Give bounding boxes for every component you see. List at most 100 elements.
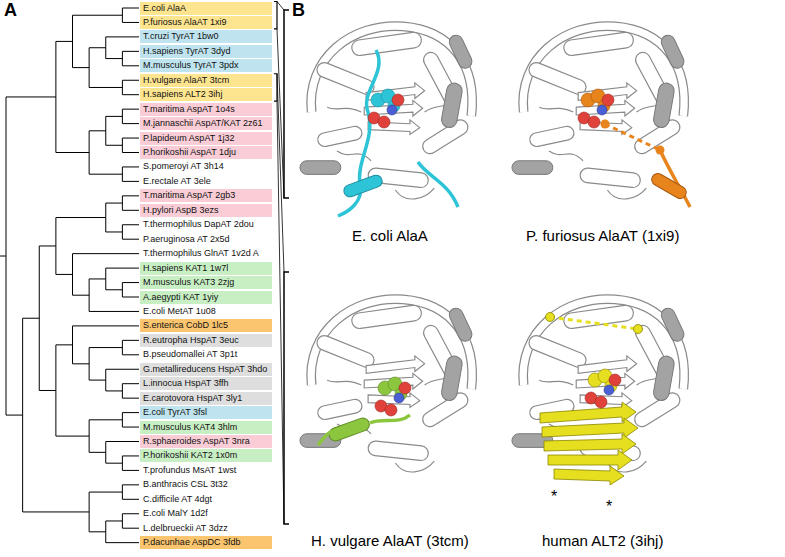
taxon-label: A.aegypti KAT 1yiy — [143, 292, 218, 302]
clade-bracket — [274, 74, 277, 101]
tree-branch — [89, 311, 139, 312]
tree-branch — [89, 47, 106, 48]
protein-structure — [512, 299, 686, 485]
tree-branch — [106, 463, 123, 464]
tree-branch — [122, 166, 139, 167]
leaf-box: G.metallireducens HspAT 3hdo — [140, 363, 272, 376]
tree-branch — [73, 67, 90, 68]
tree-branch — [122, 470, 139, 471]
tree-branch — [56, 41, 73, 42]
taxon-label: H.pylori AspB 3ezs — [143, 205, 219, 215]
leaf-box: P.lapideum AspAT 1j32 — [140, 132, 272, 145]
tree-branch — [106, 203, 123, 204]
tree-branch — [73, 253, 140, 254]
taxon-label: L.delbrueckii AT 3dzz — [140, 522, 231, 535]
tree-branch — [73, 295, 90, 296]
leaf-box: T.maritima AspAT 2gb3 — [140, 189, 272, 202]
taxon-label: L.innocua HspAT 3ffh — [143, 378, 229, 388]
panel-bracket — [284, 10, 289, 198]
taxon-label: M.jannaschii AspAT/KAT 2z61 — [143, 118, 263, 128]
tree-branch — [122, 383, 139, 384]
leaf-box: R.sphaeroides AspAT 3nra — [140, 435, 272, 448]
tree-branch — [122, 195, 139, 196]
tree-branch — [106, 390, 123, 391]
leaf-box: T.maritima AspAT 1o4s — [140, 103, 272, 116]
tree-branch — [106, 520, 123, 521]
structure-caption: H. vulgare AlaAT (3tcm) — [311, 532, 469, 550]
taxon-label: S.pomeroyi AT 3h14 — [140, 160, 227, 173]
taxon-label: H.sapiens KAT1 1w7l — [143, 263, 228, 273]
tree-branch — [122, 109, 139, 110]
tree-branch — [122, 224, 139, 225]
tree-branch — [122, 8, 139, 9]
tree-branch — [39, 245, 56, 246]
tree-branch — [89, 419, 122, 420]
tree-branch — [56, 274, 73, 275]
tree-branch — [122, 282, 139, 283]
tree-branch — [73, 325, 140, 326]
tree-branch — [56, 152, 89, 153]
protein-structure — [300, 299, 474, 472]
clade-bracket — [274, 2, 277, 29]
taxon-label: G.metallireducens HspAT 3hdo — [143, 364, 267, 374]
tree-branch — [89, 380, 106, 381]
tree-branch — [122, 80, 139, 81]
tree-branch — [122, 398, 139, 399]
leaf-box: A.aegypti KAT 1yiy — [140, 291, 272, 304]
tree-branch — [106, 268, 139, 269]
taxon-label: E.coli AlaA — [143, 3, 186, 13]
taxon-label: T.maritima AspAT 1o4s — [143, 104, 235, 114]
zoom-line — [277, 2, 284, 11]
panel-bracket — [284, 272, 289, 524]
structure-caption: P. furiosus AlaAT (1xi9) — [526, 227, 679, 245]
leaf-box: T.cruzi TyrAT 1bw0 — [140, 30, 272, 43]
taxon-label: P.dacunhae AspDC 3fdb — [143, 537, 240, 547]
tree-branch — [56, 344, 73, 345]
taxon-label: P.lapideum AspAT 1j32 — [143, 133, 235, 143]
panel-letter: B — [292, 0, 305, 21]
taxon-label: H.vulgare AlaAT 3tcm — [143, 75, 229, 85]
tree-branch — [122, 181, 139, 182]
leaf-box: M.jannaschii AspAT/KAT 2z61 — [140, 117, 272, 130]
taxon-label: M.musculus KAT4 3hlm — [143, 422, 237, 432]
tree-branch — [56, 217, 106, 218]
taxon-label: B.anthracis CSL 3t32 — [140, 478, 231, 491]
taxon-label: E.carotovora HspAT 3ly1 — [143, 393, 242, 403]
leaf-box: H.sapiens ALT2 3ihj — [140, 88, 272, 101]
tree-branch — [106, 116, 123, 117]
taxon-label: H.sapiens TyrAT 3dyd — [143, 46, 231, 56]
tree-branch — [106, 231, 123, 232]
tree-branch — [122, 210, 139, 211]
tree-branch — [23, 511, 90, 512]
leaf-box: M.musculus KAT3 2zjg — [140, 276, 272, 289]
protein-structure — [300, 26, 474, 216]
taxon-label: T.maritima AspAT 2gb3 — [143, 190, 235, 200]
taxon-label: T.cruzi TyrAT 1bw0 — [143, 31, 219, 41]
tree-branch — [73, 15, 123, 16]
tree-branch — [122, 354, 139, 355]
tree-branch — [106, 145, 123, 146]
taxon-label: P.aeruginosa AT 2x5d — [140, 233, 233, 246]
taxon-label: R.eutropha HspAT 3euc — [143, 335, 239, 345]
tree-branch — [106, 369, 139, 370]
leaf-box: P.furiosus AlaAT 1xi9 — [140, 16, 272, 29]
tree-branch — [122, 412, 139, 413]
structure-caption: human ALT2 (3ihj) — [542, 532, 663, 550]
asterisk-mark: * — [551, 487, 557, 506]
tree-branch — [89, 174, 122, 175]
tree-branch — [89, 347, 122, 348]
tree-branch — [56, 436, 89, 437]
tree-branch — [106, 36, 139, 37]
tree-branch — [122, 239, 139, 240]
tree-branch — [122, 51, 139, 52]
tree-branch — [23, 318, 40, 319]
tree-branch — [106, 542, 139, 543]
leaf-box: E.coli AlaA — [140, 2, 272, 15]
taxon-label: T.thermophilus GlnAT 1v2d A — [140, 247, 262, 260]
tree-branch — [89, 531, 106, 532]
leaf-box: S.enterica CobD 1lc5 — [140, 319, 272, 332]
taxon-label: P.furiosus AlaAT 1xi9 — [143, 17, 227, 27]
tree-branch — [0, 256, 6, 257]
tree-branch — [89, 452, 106, 453]
